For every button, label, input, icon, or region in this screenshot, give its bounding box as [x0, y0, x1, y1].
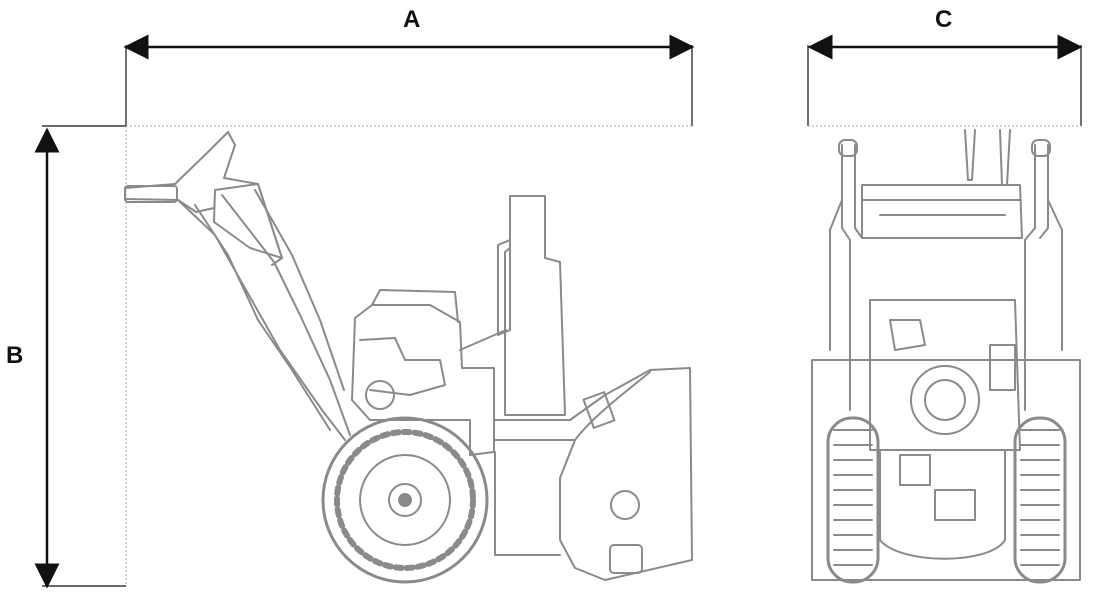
dimension-label-a: A	[403, 6, 421, 33]
dimension-a	[123, 34, 695, 127]
snow-blower-front-view-icon	[811, 129, 1081, 584]
dimension-c	[807, 34, 1083, 127]
dimension-label-b: B	[6, 342, 24, 369]
dimension-label-c: C	[935, 6, 953, 33]
dimension-b	[34, 125, 127, 589]
snow-blower-side-view-icon	[124, 131, 693, 584]
